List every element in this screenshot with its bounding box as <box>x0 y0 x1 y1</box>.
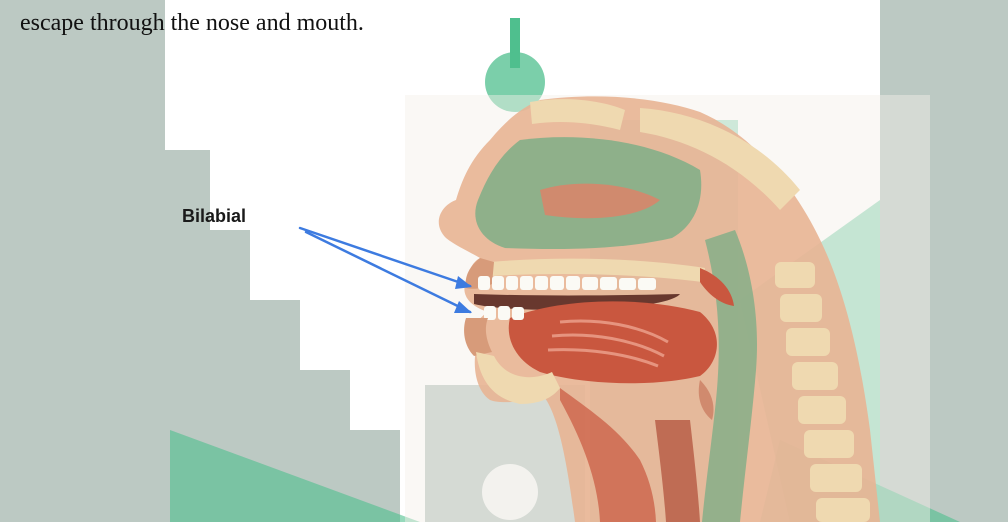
body-text-line: escape through the nose and mouth. <box>20 10 364 37</box>
tongue <box>509 301 717 383</box>
bilabial-label: Bilabial <box>182 206 246 226</box>
lower-teeth <box>484 306 524 320</box>
